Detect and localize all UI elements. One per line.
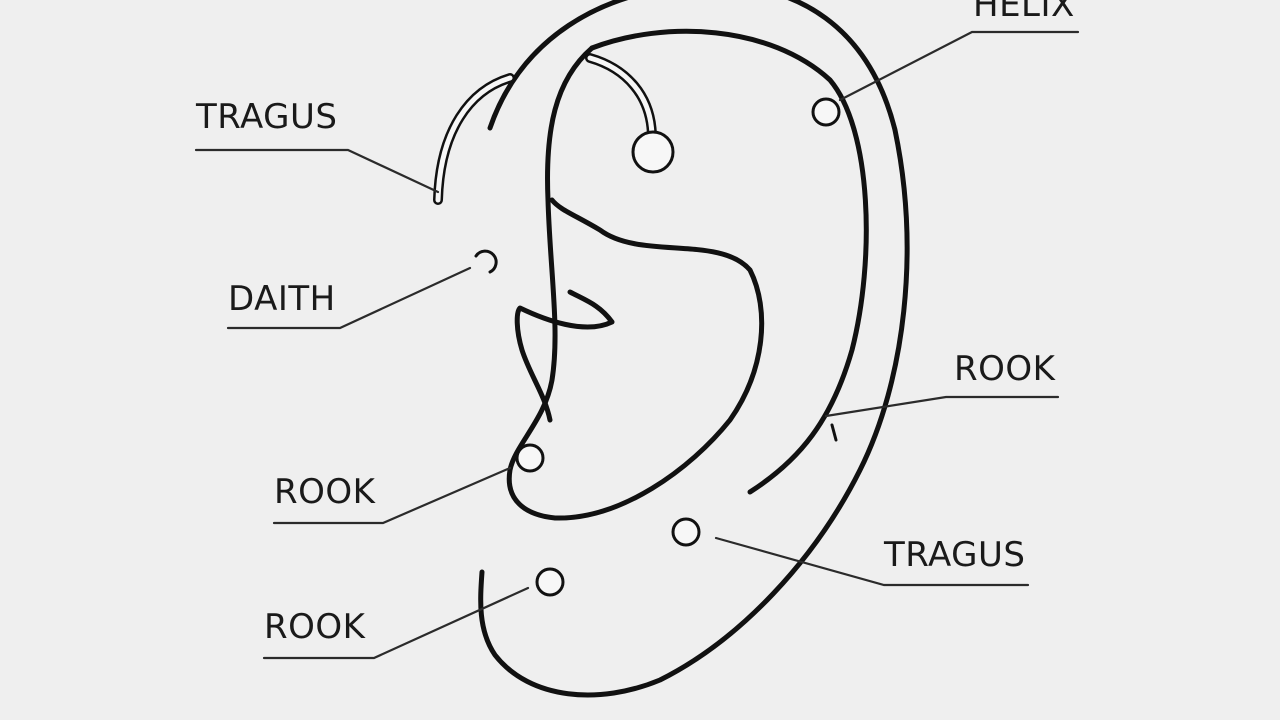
curved-barbell-inner [587,55,655,141]
tragus-hoop-inner [435,75,513,203]
leader-tragus-bottom [714,536,1030,587]
labels: HELIX TRAGUS DAITH ROOK ROOK TRAGUS ROOK [195,0,1075,647]
tragus-bottom-stud [671,517,701,547]
leader-rook-right [824,395,1060,418]
antihelix-fold [589,28,869,495]
tragus-notch [514,289,615,423]
rook-bottom-stud [535,567,565,597]
helix-stud [811,97,841,127]
helix-rim [478,0,910,698]
label-rook-right: ROOK [954,349,1057,389]
leader-rook-bottom [262,586,530,660]
label-tragus-top: TRAGUS [195,97,338,137]
curved-barbell-ball [631,130,675,174]
leader-tragus-top [194,148,440,194]
label-rook-mid: ROOK [274,472,377,512]
label-helix: HELIX [973,0,1075,25]
ear-outline [478,0,910,698]
daith-ring [474,249,498,274]
leader-lines [194,30,1080,660]
leader-daith [226,266,472,330]
rook-mid-stud [515,443,545,473]
label-daith: DAITH [228,279,336,319]
jewelry [433,53,841,597]
leader-helix [838,30,1080,102]
label-rook-bottom: ROOK [264,607,367,647]
label-tragus-bottom: TRAGUS [883,535,1026,575]
leader-rook-mid [272,466,512,525]
concha [506,45,765,521]
rook-right-mark [830,423,838,442]
